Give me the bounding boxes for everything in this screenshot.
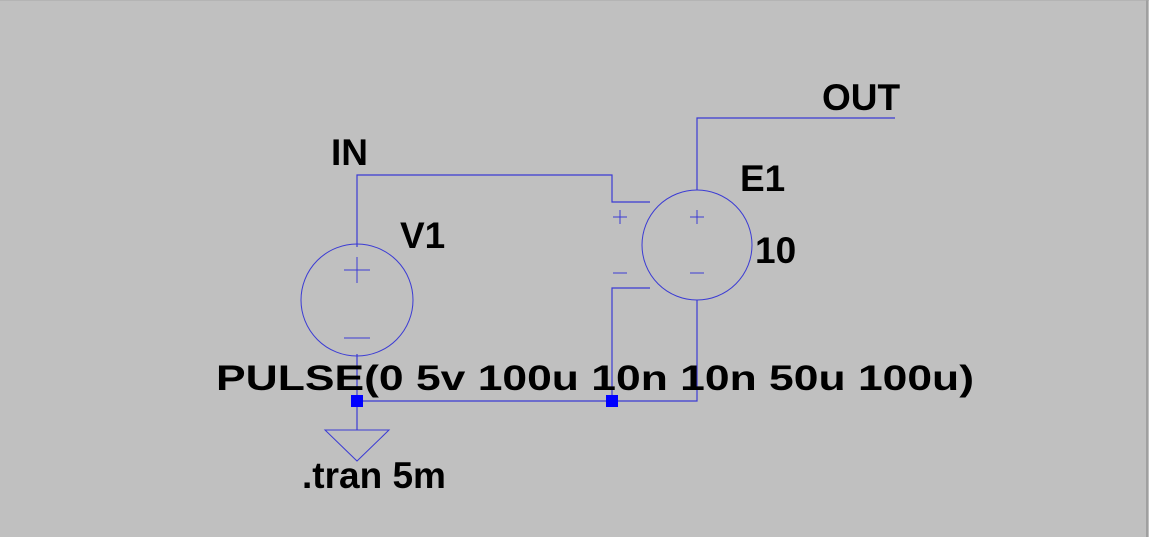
spice-directive-label[interactable]: .tran 5m xyxy=(302,455,446,496)
wire-ground-bus[interactable] xyxy=(356,300,698,402)
net-label-in[interactable]: IN xyxy=(331,132,368,173)
e1-gain-label[interactable]: 10 xyxy=(755,230,796,271)
voltage-source-icon[interactable] xyxy=(300,243,414,357)
junction-dot-icon[interactable] xyxy=(606,395,618,407)
ground-symbol-icon[interactable] xyxy=(323,429,391,462)
v1-name-label[interactable]: V1 xyxy=(400,215,445,256)
wire-in-net[interactable] xyxy=(356,174,650,247)
e1-body xyxy=(641,189,753,301)
wire-out-net[interactable] xyxy=(696,117,895,190)
v1-body xyxy=(300,243,414,357)
junction-dot-icon[interactable] xyxy=(351,395,363,407)
net-label-out[interactable]: OUT xyxy=(822,77,901,118)
vcvs-icon[interactable] xyxy=(613,189,753,301)
e1-name-label[interactable]: E1 xyxy=(740,158,785,199)
v1-value-label[interactable]: PULSE(0 5v 100u 10n 10n 50u 100u) xyxy=(216,359,974,398)
wire-e1-neg-input[interactable] xyxy=(611,287,650,401)
